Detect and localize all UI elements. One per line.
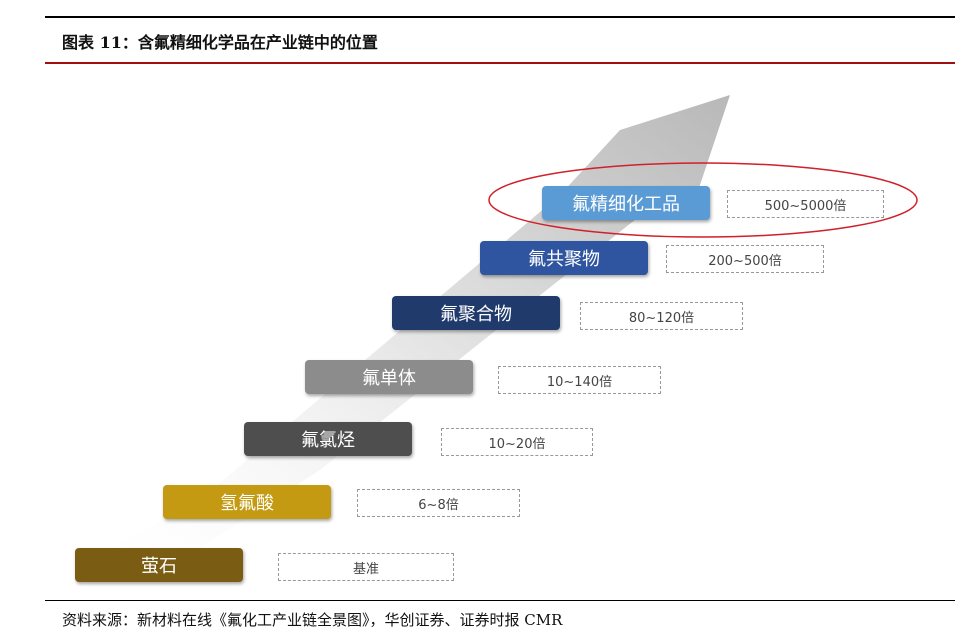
title-rule: [45, 62, 955, 64]
figure-title: 图表 11：含氟精细化学品在产业链中的位置: [62, 33, 378, 52]
step-box: 氟共聚物: [480, 241, 648, 275]
step-box: 氢氟酸: [163, 485, 331, 519]
multiple-label: 500~5000倍: [727, 190, 884, 218]
multiple-label: 10~20倍: [441, 428, 593, 456]
source-note: 资料来源：新材料在线《氟化工产业链全景图》，华创证券、证券时报 CMR: [62, 611, 563, 629]
multiple-label: 基准: [278, 553, 454, 581]
bottom-rule: [45, 600, 955, 601]
step-box: 氟氯烃: [244, 422, 412, 456]
multiple-label: 6~8倍: [357, 489, 520, 517]
multiple-label: 80~120倍: [580, 302, 743, 330]
arrow-shape: [90, 95, 730, 600]
step-box: 氟单体: [305, 360, 473, 394]
top-rule: [45, 16, 955, 18]
multiple-label: 200~500倍: [666, 245, 824, 273]
step-box: 氟聚合物: [392, 296, 560, 330]
step-box: 氟精细化工品: [542, 186, 710, 220]
multiple-label: 10~140倍: [498, 366, 661, 394]
step-box: 萤石: [75, 548, 243, 582]
